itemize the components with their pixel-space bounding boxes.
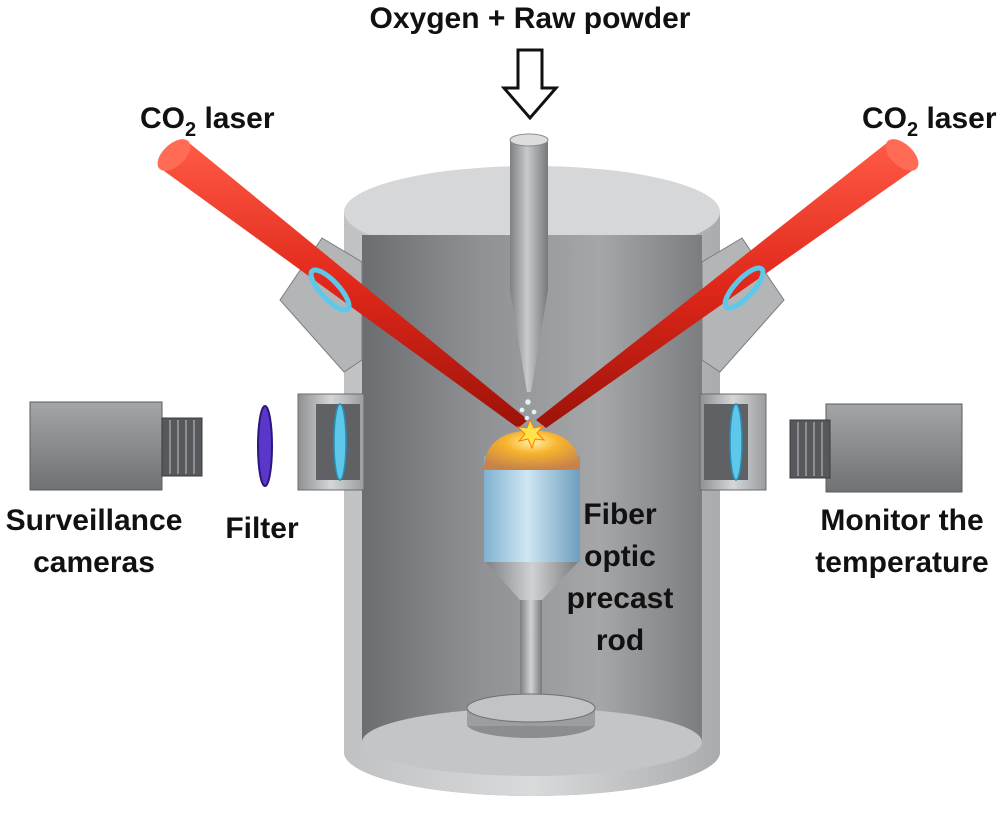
feed-arrow-icon (500, 48, 560, 121)
monitor-label-line2: temperature (815, 546, 988, 579)
spark-icon (516, 418, 546, 450)
feed-label: Oxygen + Raw powder (370, 2, 691, 35)
chamber-floor (362, 708, 702, 776)
temperature-monitor (789, 403, 963, 493)
monitor-label-line1: Monitor the (820, 504, 983, 537)
left-laser-window-ring (308, 267, 352, 313)
rod-label-line2: optic (584, 540, 656, 573)
camera-label-line2: cameras (33, 546, 155, 579)
melt-zone (484, 430, 580, 470)
rod-label-line3: precast (567, 582, 674, 615)
filter-label: Filter (225, 512, 299, 545)
right-laser-label: CO2 laser (862, 102, 997, 141)
fiber-optic-precast-rod (466, 430, 596, 738)
filter-disc (257, 405, 273, 487)
rod-label-line4: rod (596, 624, 644, 657)
powder-feed-nozzle (509, 133, 549, 421)
left-co2-laser-beam (157, 139, 528, 428)
right-view-port (699, 393, 767, 491)
surveillance-camera (29, 401, 203, 491)
right-laser-window-ring (722, 265, 766, 311)
left-laser-label: CO2 laser (140, 102, 275, 141)
camera-label-line1: Surveillance (6, 504, 183, 537)
rod-label-line1: Fiber (583, 498, 657, 531)
right-port-window (729, 403, 743, 481)
right-co2-laser-beam (536, 139, 919, 428)
left-view-port (297, 393, 365, 491)
left-port-window (333, 403, 347, 481)
